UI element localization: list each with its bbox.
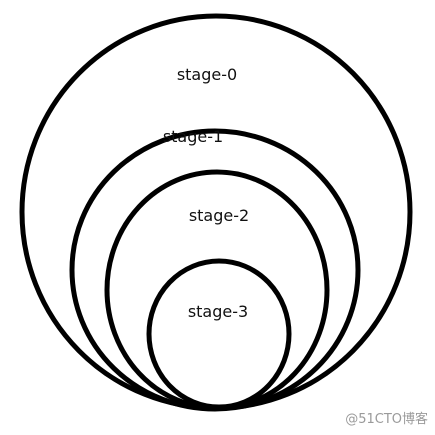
stage-3-circle	[146, 258, 292, 410]
stage-2-label: stage-2	[189, 206, 249, 225]
watermark-text: @51CTO博客	[345, 411, 428, 427]
stage-3-label: stage-3	[188, 302, 248, 321]
stage-1-label: stage-1	[163, 127, 223, 146]
stage-0-label: stage-0	[177, 65, 237, 84]
